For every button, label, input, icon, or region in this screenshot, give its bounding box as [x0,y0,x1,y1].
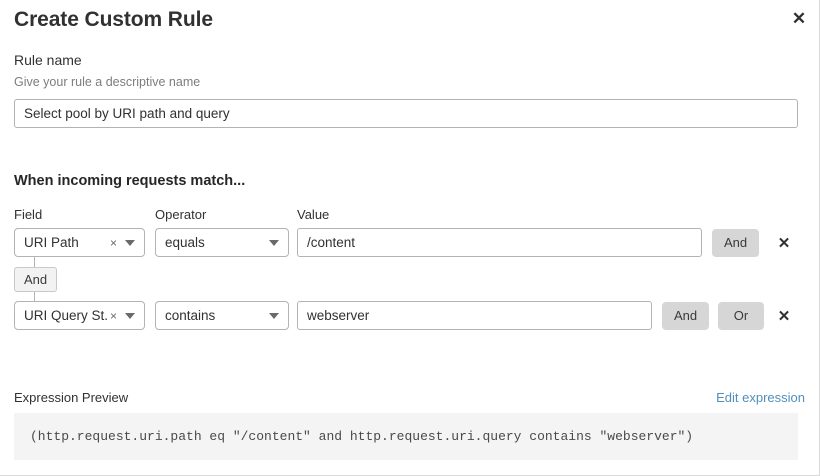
chevron-down-icon[interactable] [125,312,135,319]
clear-icon[interactable]: × [109,308,117,323]
rule-name-input[interactable] [14,99,798,128]
delete-condition-icon-1[interactable]: ✕ [777,234,791,252]
field-select-1-value: URI Path [24,235,79,250]
add-or-condition-button-2[interactable]: Or [718,302,764,330]
condition-connector: And [14,257,134,303]
expression-preview-label: Expression Preview [14,390,129,405]
value-input-1[interactable] [297,228,702,257]
operator-select-2-value: contains [165,308,216,323]
column-header-operator: Operator [155,207,207,222]
chevron-down-icon[interactable] [269,312,279,319]
operator-select-2[interactable]: contains [155,301,289,330]
delete-condition-icon-2[interactable]: ✕ [777,307,791,325]
clear-icon[interactable]: × [109,235,117,250]
page-title: Create Custom Rule [14,8,213,31]
add-and-condition-button-2[interactable]: And [662,302,710,330]
column-header-value: Value [297,207,330,222]
connector-line-bottom [34,292,35,301]
chevron-down-icon[interactable] [125,239,135,246]
close-icon[interactable]: ✕ [791,8,807,28]
connector-badge[interactable]: And [14,267,58,292]
connector-line-top [34,257,35,267]
chevron-down-icon[interactable] [269,239,279,246]
field-select-2[interactable]: URI Query St... × [14,301,145,330]
column-header-field: Field [14,207,43,222]
field-select-1[interactable]: URI Path × [14,228,145,257]
match-section-heading: When incoming requests match... [14,173,246,189]
operator-select-1[interactable]: equals [155,228,289,257]
value-input-2[interactable] [297,301,652,330]
field-select-2-value: URI Query St... [24,308,107,323]
operator-select-1-value: equals [165,235,205,250]
add-and-condition-button-1[interactable]: And [712,229,760,257]
edit-expression-link[interactable]: Edit expression [716,390,805,405]
expression-preview-code: (http.request.uri.path eq "/content" and… [14,413,798,460]
rule-name-label: Rule name [14,52,82,68]
rule-name-helper-text: Give your rule a descriptive name [14,75,201,89]
